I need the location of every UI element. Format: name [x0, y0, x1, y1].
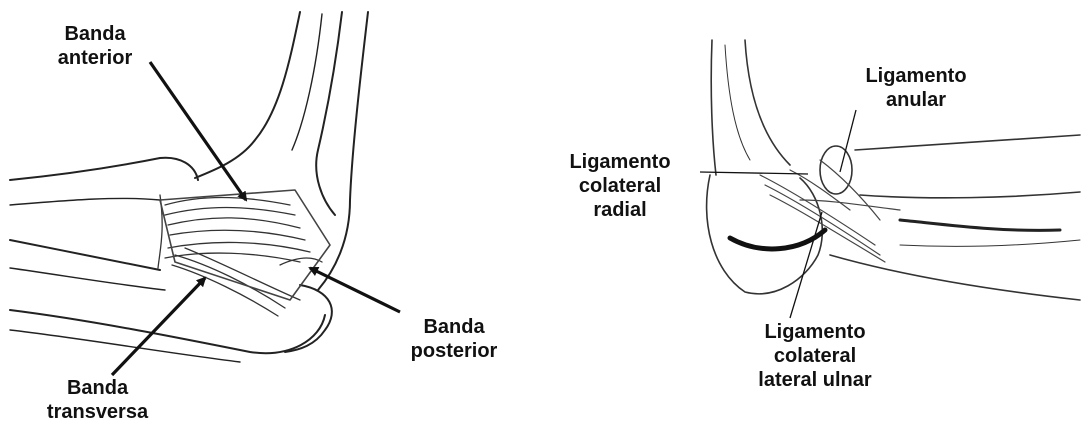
label-line: Ligamento [550, 150, 690, 174]
forearm-bottom-edge-r [830, 255, 1080, 300]
arrow-banda-posterior [310, 268, 400, 312]
capitulum-dark [730, 230, 825, 249]
arrow-banda-transversa [112, 278, 205, 375]
label-line: posterior [398, 339, 510, 363]
label-banda-anterior: Banda anterior [40, 22, 150, 70]
humerus-outline-inner [292, 14, 322, 150]
pointer-ligamento-colateral-lateral-ulnar [790, 212, 822, 318]
label-line: Banda [30, 376, 165, 400]
label-line: Banda [398, 315, 510, 339]
ulna-upper-edge [10, 158, 198, 180]
forearm-bottom-edge-2 [10, 330, 240, 362]
label-line: Ligamento [740, 320, 890, 344]
forearm-top-edge [855, 135, 1080, 150]
label-line: radial [550, 198, 690, 222]
label-line: Banda [40, 22, 150, 46]
humerus-outline-back [316, 12, 342, 215]
label-ligamento-anular: Ligamento anular [846, 64, 986, 112]
ligament-fibers [158, 195, 322, 316]
label-ligamento-colateral-lateral-ulnar: Ligamento colateral lateral ulnar [740, 320, 890, 392]
humerus-shaft-left [711, 40, 716, 175]
label-line: transversa [30, 400, 165, 424]
epicondyle-outline [707, 175, 823, 294]
label-line: lateral ulnar [740, 368, 890, 392]
radius-edge [10, 198, 160, 205]
radial-head [820, 146, 852, 194]
radius-lower-edge [10, 268, 165, 290]
forearm-bottom-edge-r2 [900, 240, 1080, 246]
right-panel-pointers [700, 110, 856, 318]
pointer-ligamento-anular [840, 110, 856, 172]
label-ligamento-colateral-radial: Ligamento colateral radial [550, 150, 690, 222]
label-line: anterior [40, 46, 150, 70]
muscle-shading [900, 220, 1060, 230]
humerus-outline-front [195, 12, 300, 178]
ulna-lower-edge [10, 240, 160, 270]
label-line: colateral [550, 174, 690, 198]
label-banda-posterior: Banda posterior [398, 315, 510, 363]
humerus-outline-far [318, 12, 368, 290]
label-banda-transversa: Banda transversa [30, 376, 165, 424]
label-line: Ligamento [846, 64, 986, 88]
forearm-mid-edge [860, 192, 1080, 198]
humerus-shaft-right [745, 40, 790, 165]
label-line: colateral [740, 344, 890, 368]
label-line: anular [846, 88, 986, 112]
